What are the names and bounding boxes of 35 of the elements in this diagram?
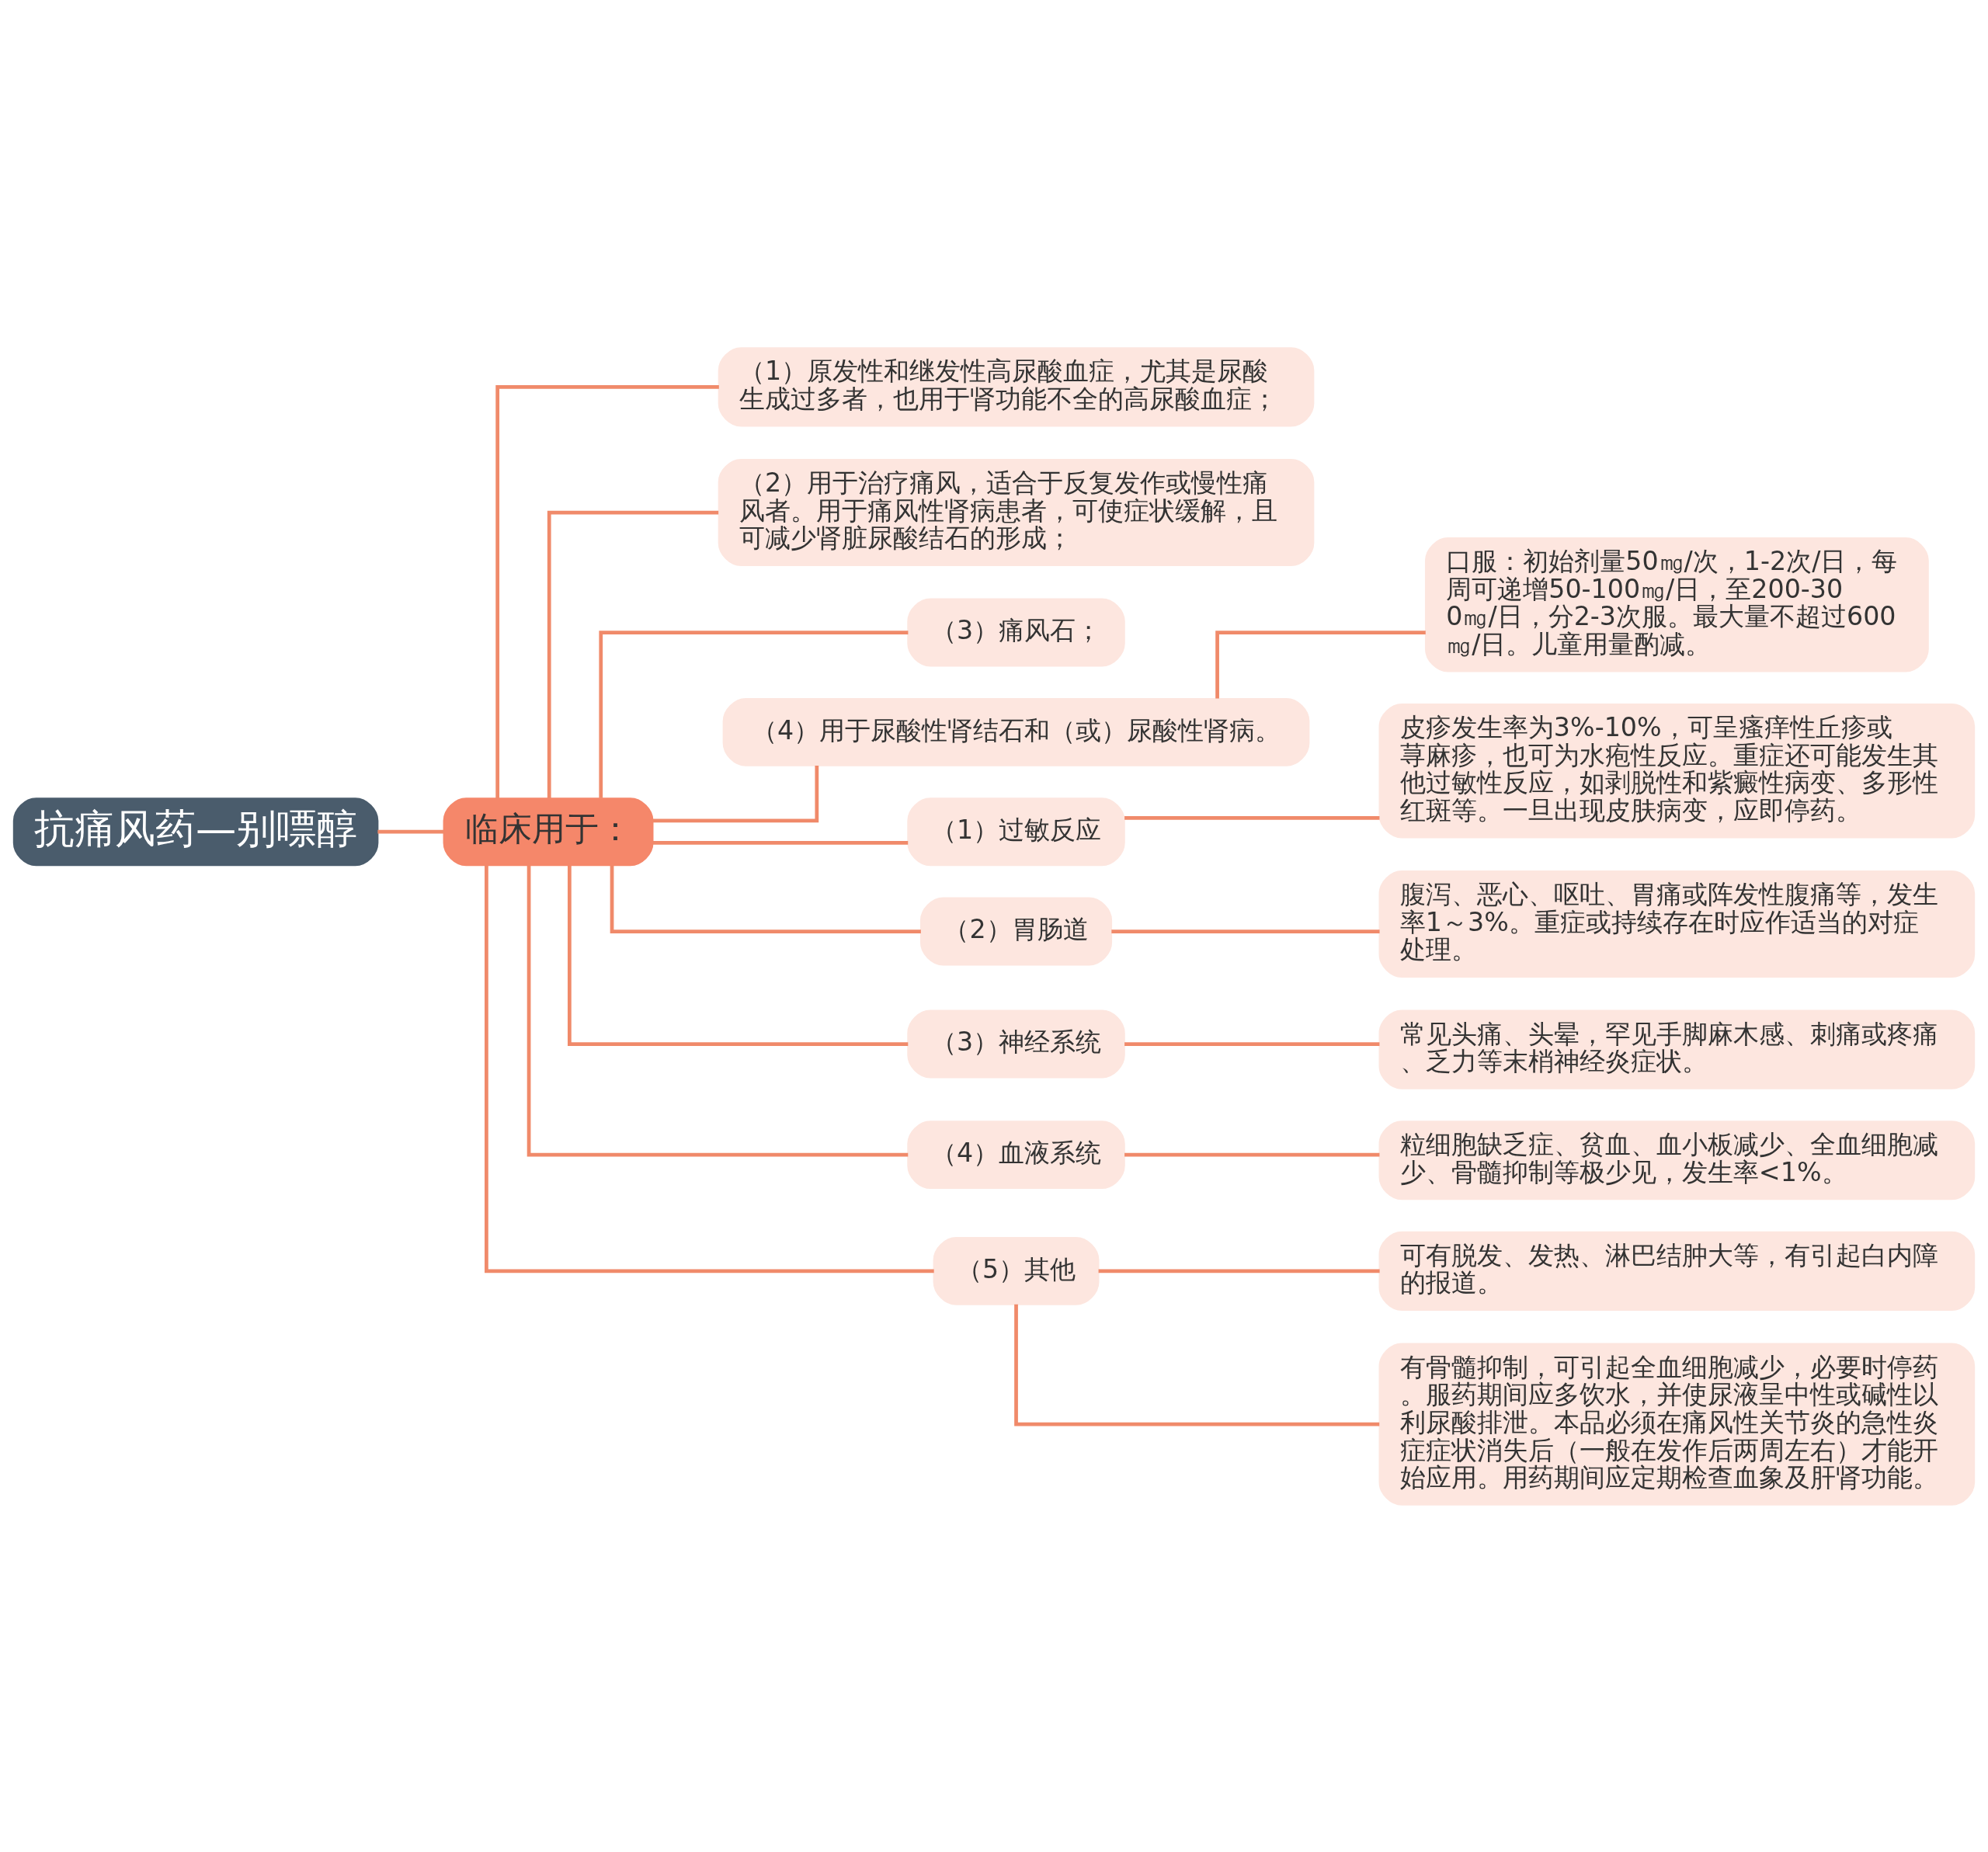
connector [1098,1268,1380,1273]
node-box: 可有脱发、发热、淋巴结肿大等，有引起白内障的报道。 [1378,1231,1976,1311]
connector [1014,1304,1380,1426]
node-box: 有骨髓抑制，可引起全血细胞减少，必要时停药。服药期间应多饮水，并使尿液呈中性或碱性以利尿酸排泄。本品必须在痛风性关节炎的急性炎症症状消失后（一般在发作后两周左右）才能开始应用。用药期间应定期检查血象及肝肾功能。 [1378,1343,1976,1506]
connector [652,765,819,822]
node-box: （1）原发性和继发性高尿酸血症，尤其是尿酸生成过多者，也用于肾功能不全的高尿酸血症； [718,346,1315,427]
connector [1124,815,1380,820]
node-box: （1）过敏反应 [907,797,1125,866]
connector [377,829,444,834]
node-box: 腹泻、恶心、呕吐、胃痛或阵发性腹痛等，发生率1～3%。重症或持续存在时应作适当的对症处理。 [1378,870,1976,978]
connector [495,384,719,798]
connector [599,630,909,798]
node-box: （5）其他 [933,1236,1100,1305]
node-box: 临床用于： [443,797,654,866]
node-box: 皮疹发生率为3%-10%，可呈瘙痒性丘疹或荨麻疹，也可为水疱性反应。重症还可能发生其他过敏性反应，如剥脱性和紫癜性病变、多形性红斑等。一旦出现皮肤病变，应即停药。 [1378,703,1976,838]
connector [610,865,921,933]
node-box: （3）神经系统 [907,1009,1125,1078]
connector [1215,630,1426,698]
connector [1124,1152,1380,1156]
node-box: （4）血液系统 [907,1120,1125,1189]
node-box: （4）用于尿酸性肾结石和（或）尿酸性肾病。 [722,697,1310,766]
node-box: 常见头痛、头晕，罕见手脚麻木感、刺痛或疼痛、乏力等末梢神经炎症状。 [1378,1009,1976,1089]
connector [568,865,909,1046]
connector [527,864,909,1156]
connector [1124,1041,1380,1046]
node-box: （3）痛风石； [907,598,1125,666]
node-box: （2）用于治疗痛风，适合于反复发作或慢性痛风者。用于痛风性肾病患者，可使症状缓解，且可减少肾脏尿酸结石的形成； [718,458,1315,566]
node-box: 粒细胞缺乏症、贫血、血小板减少、全血细胞减少、骨髓抑制等极少见，发生率<1%。 [1378,1120,1976,1200]
node-box: （2）胃肠道 [919,897,1113,965]
connector [1111,929,1380,933]
connector [485,865,934,1273]
connector [547,510,719,798]
node-box: 抗痛风药—别嘌醇 [12,797,379,866]
connector [652,840,909,845]
node-box: 口服：初始剂量50㎎/次，1-2次/日，每周可递增50-100㎎/日，至200-300㎎/日，分2-3次服。最大量不超过600㎎/日。儿童用量酌减。 [1424,537,1929,672]
